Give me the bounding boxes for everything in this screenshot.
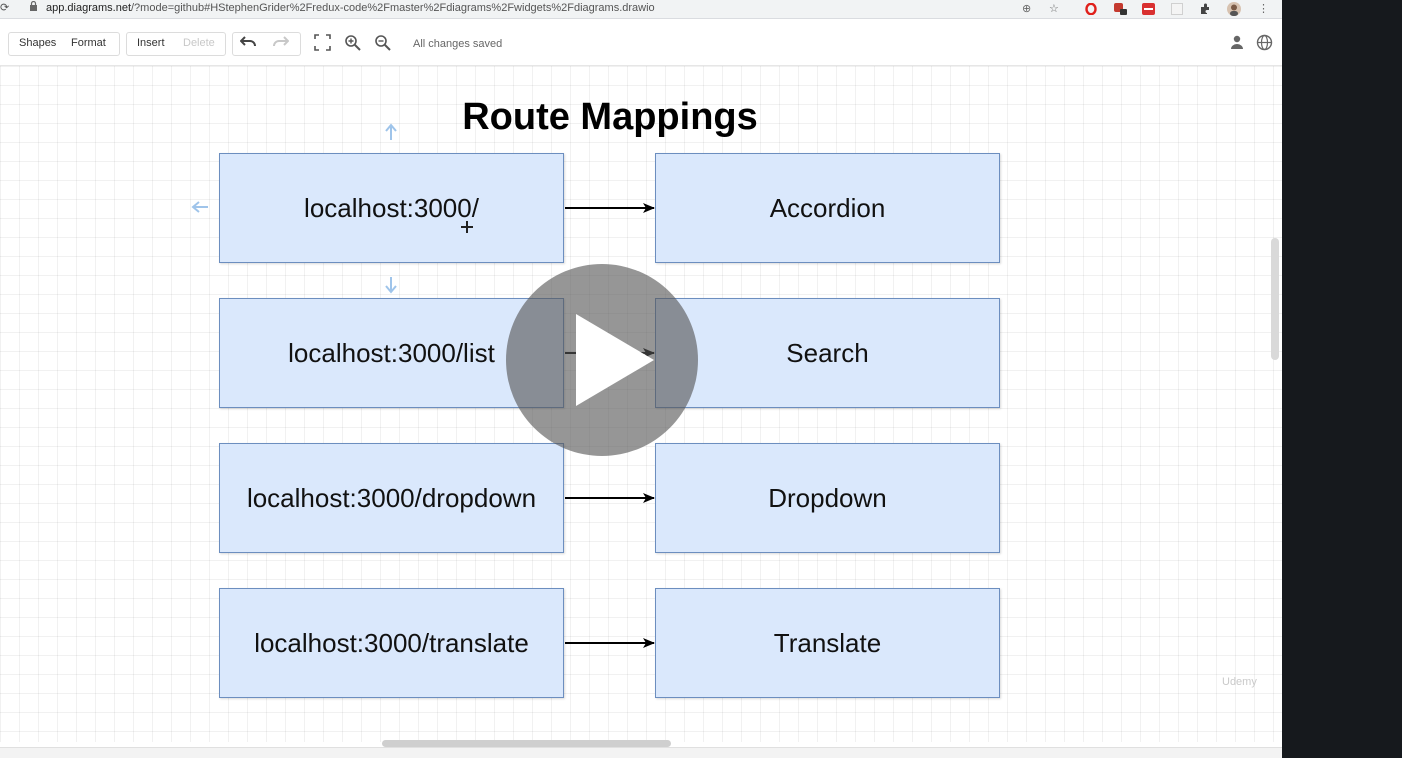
opera-icon[interactable] xyxy=(1084,2,1098,15)
kebab-menu-icon[interactable]: ⋮ xyxy=(1258,3,1269,15)
zoom-in-icon[interactable] xyxy=(344,34,361,56)
edit-group xyxy=(126,32,226,56)
url-path: /?mode=github#HStephenGrider%2Fredux-cod… xyxy=(131,2,655,14)
route-label: localhost:3000/dropdown xyxy=(246,482,537,513)
redo-icon[interactable] xyxy=(271,34,290,53)
component-label: Dropdown xyxy=(768,482,887,513)
diagram-node[interactable]: Accordion xyxy=(655,153,1000,263)
globe-icon[interactable] xyxy=(1256,34,1273,56)
save-status: All changes saved xyxy=(413,38,503,50)
bottom-strip xyxy=(0,747,1282,758)
lock-icon xyxy=(29,0,38,14)
horizontal-scrollbar[interactable] xyxy=(382,740,671,747)
puzzle-icon[interactable] xyxy=(1198,2,1212,15)
component-label: Translate xyxy=(773,627,882,658)
diagram-node[interactable]: localhost:3000/translate xyxy=(219,588,564,698)
component-label: Search xyxy=(786,337,869,368)
route-label: localhost:3000/ xyxy=(304,192,479,223)
panel-toggle-group xyxy=(8,32,120,56)
route-label: localhost:3000/list xyxy=(288,337,495,368)
drawio-toolbar: Shapes Format Insert Delete All changes … xyxy=(0,19,1282,66)
browser-url-bar[interactable]: ⟳ app.diagrams.net/?mode=github#HStephen… xyxy=(0,0,1282,19)
location-icon[interactable]: ⊕ xyxy=(1022,3,1032,15)
diagram-node[interactable]: localhost:3000/dropdown xyxy=(219,443,564,553)
url-host: app.diagrams.net xyxy=(46,2,131,14)
diagram-title[interactable]: Route Mappings xyxy=(462,96,758,138)
undo-icon[interactable] xyxy=(239,34,258,53)
reload-icon[interactable]: ⟳ xyxy=(0,2,10,14)
vertical-scrollbar[interactable] xyxy=(1271,238,1279,360)
profile-avatar[interactable] xyxy=(1226,1,1242,16)
component-label: Accordion xyxy=(769,192,886,223)
diagram-node[interactable]: Translate xyxy=(655,588,1000,698)
diagram-node[interactable]: localhost:3000/ xyxy=(219,153,564,263)
diagram-node[interactable]: Dropdown xyxy=(655,443,1000,553)
play-icon xyxy=(576,314,654,406)
video-letterbox xyxy=(1282,0,1402,758)
watermark: Udemy xyxy=(1222,676,1257,688)
diagram-node[interactable]: Search xyxy=(655,298,1000,408)
star-icon[interactable]: ☆ xyxy=(1049,3,1059,15)
red-extension-icon[interactable] xyxy=(1141,2,1155,15)
route-label: localhost:3000/translate xyxy=(254,627,529,658)
user-icon[interactable] xyxy=(1229,34,1245,55)
extension-icon[interactable] xyxy=(1112,2,1128,15)
format-button[interactable]: Format xyxy=(71,37,106,49)
drawio-app: ⟳ app.diagrams.net/?mode=github#HStephen… xyxy=(0,0,1282,758)
zoom-out-icon[interactable] xyxy=(374,34,391,56)
history-group xyxy=(232,32,301,56)
blank-extension-icon[interactable] xyxy=(1170,2,1184,15)
delete-button[interactable]: Delete xyxy=(183,37,215,49)
play-button[interactable] xyxy=(506,264,698,456)
url-text[interactable]: app.diagrams.net/?mode=github#HStephenGr… xyxy=(46,2,655,14)
fullscreen-icon[interactable] xyxy=(314,34,331,56)
shapes-button[interactable]: Shapes xyxy=(19,37,57,49)
insert-button[interactable]: Insert xyxy=(137,37,165,49)
